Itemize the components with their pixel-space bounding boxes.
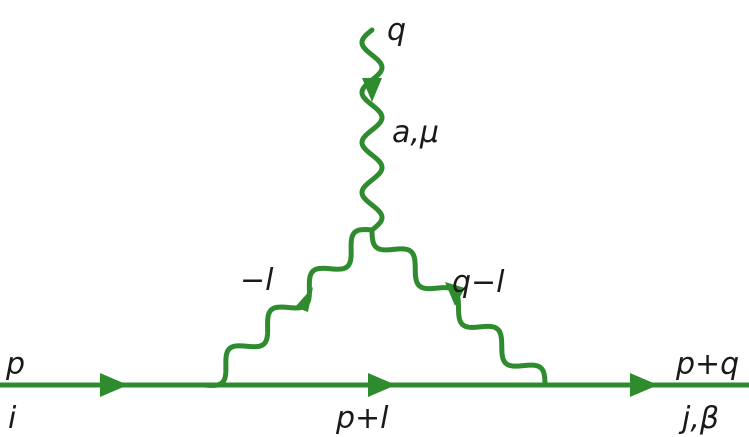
left-internal-gluon-line	[202, 227, 375, 388]
outgoing-index-label: j,β	[678, 401, 719, 436]
outgoing-momentum-label: p+q	[675, 347, 739, 382]
internal-fermion-arrow	[368, 373, 396, 397]
left-gluon-arrow	[295, 287, 313, 312]
right-gluon-arrow	[445, 282, 465, 306]
external-gluon-arrow	[362, 78, 382, 102]
left-gluon-label: −l	[240, 263, 274, 298]
gluon-indices-label: a,μ	[392, 115, 439, 150]
right-gluon-label: q−l	[452, 265, 505, 300]
right-internal-gluon-line	[369, 227, 548, 388]
incoming-fermion-arrow	[100, 373, 128, 397]
external-gluon-line	[359, 27, 385, 233]
external-gluon-label: q	[387, 13, 406, 48]
internal-fermion-label: p+l	[335, 401, 389, 436]
incoming-index-label: i	[8, 401, 17, 436]
outgoing-fermion-arrow	[630, 373, 658, 397]
incoming-momentum-label: p	[5, 347, 25, 382]
